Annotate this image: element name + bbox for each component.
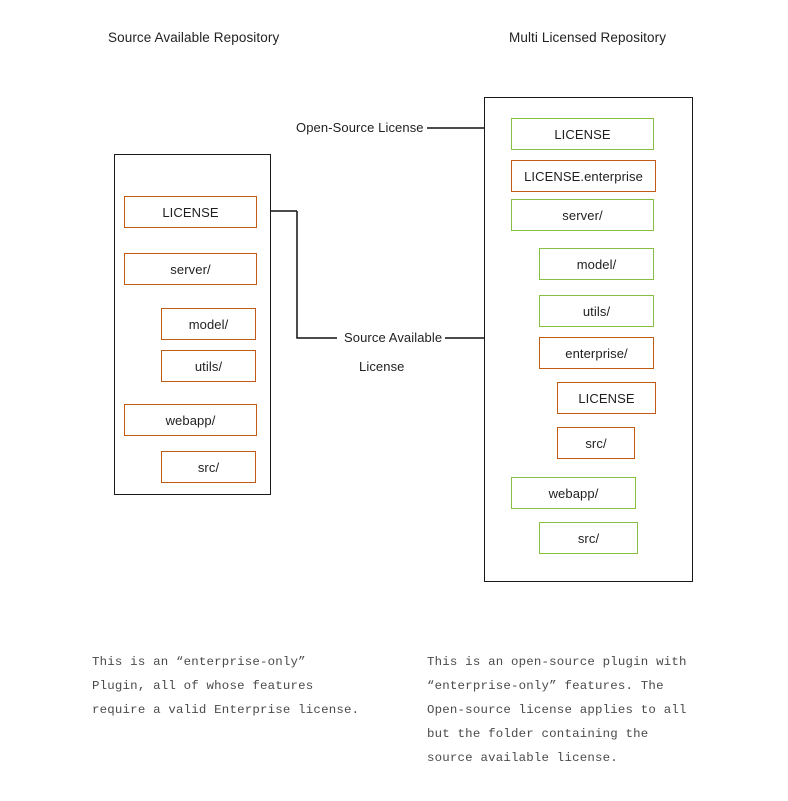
right-node-enterprise-src[interactable]: src/: [557, 427, 635, 459]
connector-label-source-available-line1: Source Available: [341, 330, 446, 345]
right-node-utils[interactable]: utils/: [539, 295, 654, 327]
left-node-webapp[interactable]: webapp/: [124, 404, 257, 436]
connector-label-source-available-line2: License: [356, 359, 408, 374]
left-node-server[interactable]: server/: [124, 253, 257, 285]
left-node-model[interactable]: model/: [161, 308, 256, 340]
right-node-webapp-src[interactable]: src/: [539, 522, 638, 554]
right-node-license-enterprise[interactable]: LICENSE.enterprise: [511, 160, 656, 192]
left-node-src[interactable]: src/: [161, 451, 256, 483]
right-node-enterprise[interactable]: enterprise/: [539, 337, 654, 369]
left-node-license[interactable]: LICENSE: [124, 196, 257, 228]
left-repo-title: Source Available Repository: [108, 30, 280, 45]
right-node-webapp[interactable]: webapp/: [511, 477, 636, 509]
left-node-utils[interactable]: utils/: [161, 350, 256, 382]
right-node-license[interactable]: LICENSE: [511, 118, 654, 150]
right-node-model[interactable]: model/: [539, 248, 654, 280]
connector-label-open-source-license: Open-Source License: [293, 120, 427, 135]
right-repo-title: Multi Licensed Repository: [509, 30, 667, 45]
left-repo-caption: This is an “enterprise-only” Plugin, all…: [92, 655, 360, 717]
right-repo-caption: This is an open-source plugin with “ente…: [427, 655, 687, 765]
right-node-server[interactable]: server/: [511, 199, 654, 231]
right-node-inner-license[interactable]: LICENSE: [557, 382, 656, 414]
